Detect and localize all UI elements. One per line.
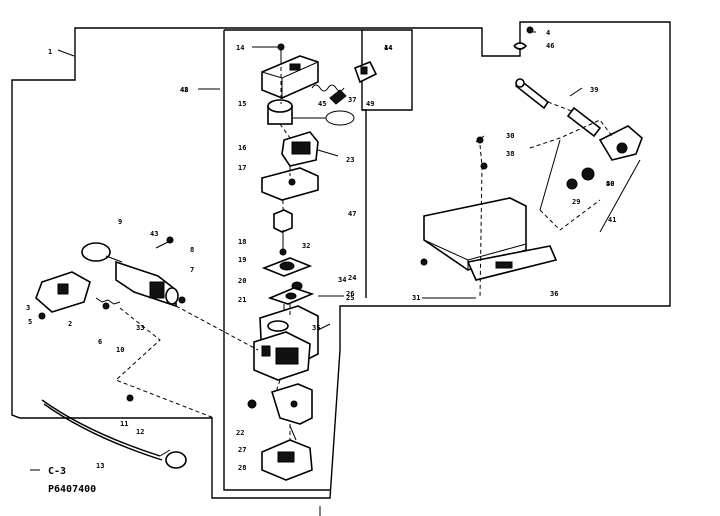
callout-17: 17 [238, 164, 246, 172]
left-igniter-assembly [35, 236, 186, 320]
callout-37: 37 [348, 96, 356, 104]
callout-8: 8 [190, 246, 194, 254]
callout-46: 46 [546, 42, 554, 50]
callout-45: 45 [318, 100, 326, 108]
callout-34: 34 [338, 276, 346, 284]
callout-10: 10 [116, 346, 124, 354]
right-burner-assembly [420, 26, 643, 281]
callout-35: 35 [312, 324, 320, 332]
callout-27: 27 [238, 446, 246, 454]
callout-47: 47 [348, 210, 356, 218]
callout-42: 42 [180, 86, 188, 94]
label-leaders [57, 31, 583, 299]
callout-33: 33 [136, 324, 144, 332]
plate-17 [261, 167, 319, 201]
drawing-number: P6407400 [48, 484, 96, 495]
callout-30: 30 [506, 132, 514, 140]
bracket-16 [267, 99, 355, 126]
stack-18-21 [261, 209, 315, 316]
callout-1: 1 [48, 48, 52, 56]
callout-25: 25 [346, 294, 354, 302]
callout-43: 43 [150, 230, 158, 238]
callout-23: 23 [346, 156, 354, 164]
callout-29: 29 [572, 198, 580, 206]
callout-14: 14 [236, 44, 244, 52]
callout-4: 4 [546, 29, 550, 37]
base-bracket-28 [261, 425, 313, 481]
callout-labels: 1 2 3 4 5 6 7 8 9 10 11 12 13 14 14 15 1… [26, 29, 616, 472]
callout-19: 19 [238, 256, 246, 264]
callout-31: 31 [412, 294, 420, 302]
callout-13: 13 [96, 462, 104, 470]
callout-7: 7 [190, 266, 194, 274]
section-code: C-3 [48, 466, 66, 477]
callout-48: 48 [180, 86, 188, 94]
callout-44: 44 [384, 44, 392, 52]
lower-bracket-27 [247, 383, 313, 425]
callout-9: 9 [118, 218, 122, 226]
callout-5: 5 [28, 318, 32, 326]
callout-24: 24 [348, 274, 356, 282]
callout-14b: 14 [384, 44, 392, 52]
screw-14 [277, 43, 285, 51]
valve-body-23 [281, 131, 339, 167]
callout-26: 26 [346, 290, 354, 298]
callout-15: 15 [238, 100, 246, 108]
assembly-outline [11, 21, 671, 499]
callout-36: 36 [550, 290, 558, 298]
callout-28: 28 [238, 464, 246, 472]
callout-32: 32 [302, 242, 310, 250]
callout-18: 18 [238, 238, 246, 246]
thermocouple-13 [41, 394, 187, 469]
callout-12: 12 [136, 428, 144, 436]
callout-3: 3 [26, 304, 30, 312]
callout-6: 6 [98, 338, 102, 346]
leader-lines [115, 60, 641, 440]
callout-49: 49 [366, 100, 374, 108]
callout-40: 40 [606, 180, 614, 188]
callout-39: 39 [590, 86, 598, 94]
clip-44 [353, 60, 378, 84]
spring-45 [311, 84, 347, 105]
callout-20: 20 [238, 277, 246, 285]
callout-41: 41 [608, 216, 616, 224]
main-valve-assembly [253, 305, 331, 381]
callout-2: 2 [68, 320, 72, 328]
control-housing-cover [261, 55, 319, 99]
callout-22: 22 [236, 429, 244, 437]
callout-50: 50 [606, 180, 614, 188]
callout-38: 38 [506, 150, 514, 158]
callout-11: 11 [120, 420, 128, 428]
callout-21: 21 [238, 296, 246, 304]
callout-16: 16 [238, 144, 246, 152]
